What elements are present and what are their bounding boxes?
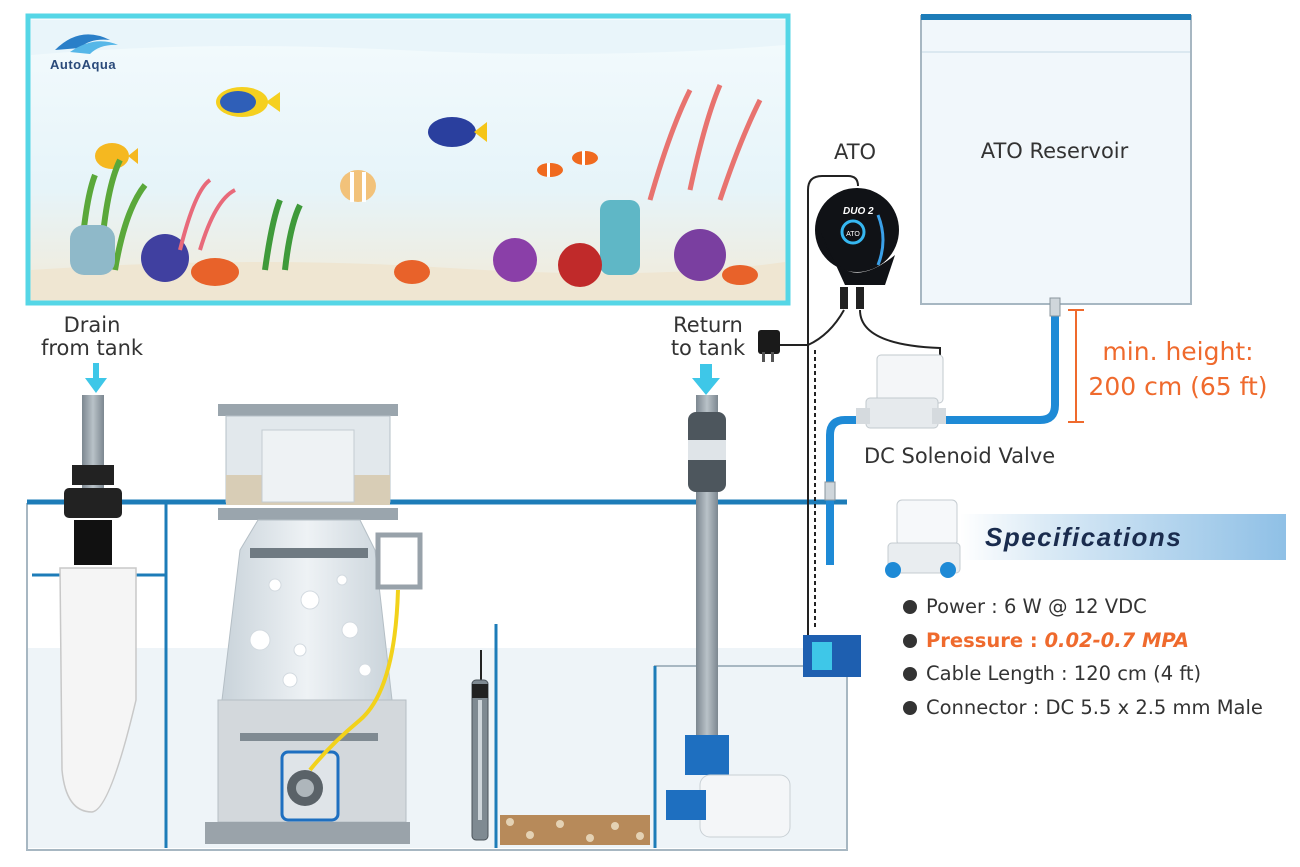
arrow-down-icon (85, 363, 107, 393)
ato-reservoir (920, 14, 1192, 305)
ato-controller (815, 188, 899, 309)
bullet-icon (903, 600, 917, 614)
spec-item-cable-length: Cable Length : 120 cm (4 ft) (903, 659, 1263, 693)
spec-value: DC 5.5 x 2.5 mm Male (1045, 695, 1263, 719)
spec-banner (960, 514, 1286, 560)
power-adapter-icon (758, 330, 780, 362)
spec-value: 120 cm (4 ft) (1073, 662, 1202, 685)
solenoid-valve-thumbnail (885, 499, 961, 578)
specifications-title: Specifications (985, 522, 1183, 552)
min-height-line1: min. height: (1102, 337, 1254, 366)
angelfish-icon (216, 87, 280, 117)
return-label-line1: Return (673, 313, 743, 337)
drain-label-line2: from tank (40, 336, 144, 360)
drain-pipe (59, 363, 137, 813)
return-pump (666, 364, 791, 838)
arrow-up-icon (692, 364, 720, 395)
ato-sensor (803, 635, 861, 677)
clownfish-icon (537, 151, 598, 177)
bullet-icon (903, 700, 917, 715)
spec-list: Power : 6 W @ 12 VDC Pressure : 0.02-0.7… (903, 592, 1263, 726)
brand-logo-text: AutoAqua (50, 57, 117, 72)
return-label-line2: to tank (670, 336, 746, 360)
valve-label: DC Solenoid Valve (864, 444, 1056, 468)
ato-label: ATO (833, 140, 877, 164)
sump-hose (826, 416, 875, 565)
height-bracket (1068, 309, 1084, 423)
ato-button-label: ATO (846, 231, 860, 238)
solenoid-valve (856, 354, 946, 429)
heater (471, 650, 489, 841)
spec-item-power: Power : 6 W @ 12 VDC (903, 592, 1263, 626)
return-label: Return to tank (648, 314, 768, 360)
spec-label: Pressure (926, 628, 1024, 652)
min-height-line2: 200 cm (65 ft) (1088, 372, 1268, 401)
spec-item-pressure: Pressure : 0.02-0.7 MPA (903, 626, 1263, 660)
drain-label: Drain from tank (22, 314, 162, 360)
spec-label: Power (926, 595, 985, 618)
reservoir-label: ATO Reservoir (980, 139, 1129, 163)
drain-label-line1: Drain (63, 313, 121, 337)
bullet-icon (903, 633, 917, 648)
spec-value: 6 W @ 12 VDC (1003, 595, 1147, 618)
reservoir-hose (925, 305, 1059, 424)
spec-label: Cable Length (926, 662, 1055, 685)
butterflyfish-icon (340, 170, 376, 202)
bullet-icon (903, 667, 917, 681)
filter-sock (59, 567, 137, 813)
spec-value: 0.02-0.7 MPA (1044, 628, 1190, 652)
tang-fish-icon (428, 117, 487, 147)
gravel-bed (500, 815, 650, 845)
spec-item-connector: Connector : DC 5.5 x 2.5 mm Male (903, 693, 1263, 727)
protein-skimmer (205, 404, 423, 844)
spec-label: Connector (926, 695, 1027, 719)
autoaqua-logo (55, 34, 118, 54)
coral-reef (70, 84, 763, 287)
air-tube (308, 589, 400, 772)
min-height-label: min. height: 200 cm (65 ft) (1078, 334, 1278, 404)
ato-unit-label: DUO 2 (843, 206, 874, 217)
